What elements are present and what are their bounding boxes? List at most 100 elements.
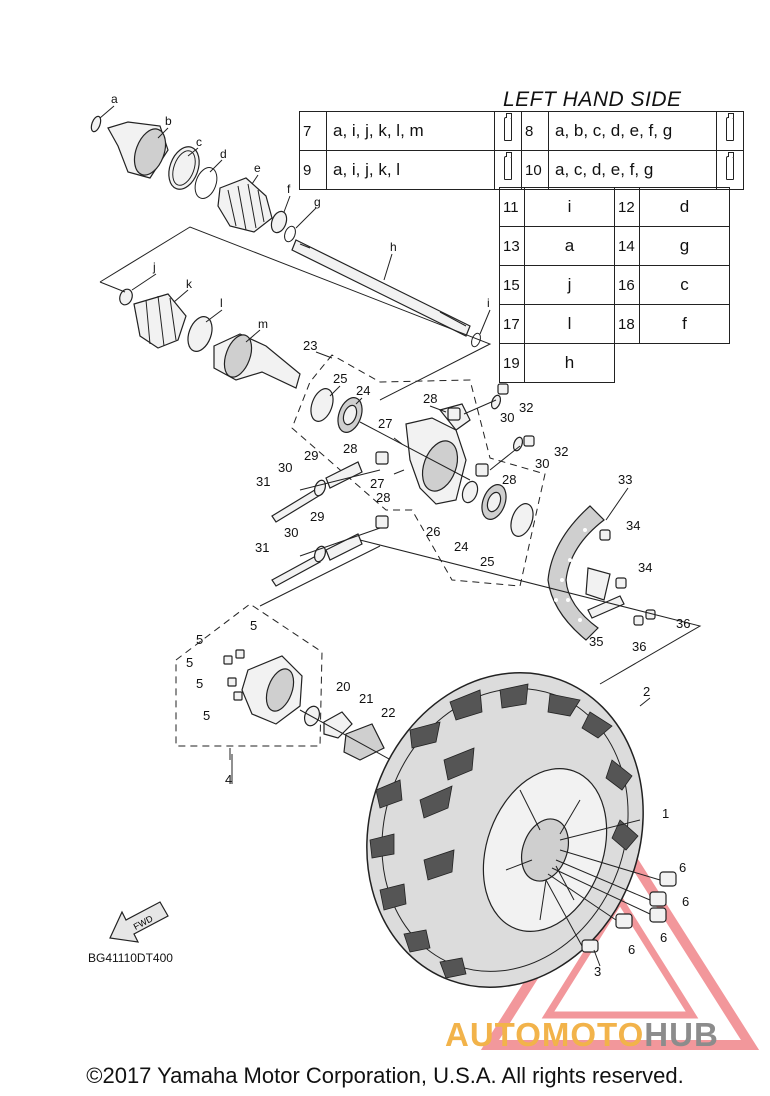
callout-20: 20 <box>336 679 350 694</box>
callout-e: e <box>254 161 261 175</box>
callout-30: 30 <box>535 456 549 471</box>
callout-m: m <box>258 317 268 331</box>
single-parts-table: 11 i 12 d 13 a 14 g 15 j 16 c 17 l 18 f … <box>499 187 730 383</box>
kit-number: 7 <box>299 111 327 151</box>
kit-number: 9 <box>299 150 327 190</box>
callout-31: 31 <box>256 474 270 489</box>
legend-title: LEFT HAND SIDE <box>503 88 682 111</box>
callout-30: 30 <box>278 460 292 475</box>
grease-tube-icon <box>726 112 734 141</box>
callout-28: 28 <box>423 391 437 406</box>
watermark-logo: AUTOMOTOHUB <box>445 1016 719 1054</box>
callout-35: 35 <box>589 634 603 649</box>
kit-parts: a, c, d, e, f, g <box>548 150 717 190</box>
callout-4: 4 <box>225 772 232 787</box>
kit-number: 8 <box>521 111 549 151</box>
callout-h: h <box>390 240 397 254</box>
callout-29: 29 <box>310 509 324 524</box>
grease-tube-icon <box>504 151 512 180</box>
table-row: 9 a, i, j, k, l 10 a, c, d, e, f, g <box>299 150 744 190</box>
callout-22: 22 <box>381 705 395 720</box>
callout-j: j <box>152 260 156 274</box>
callout-3: 3 <box>594 964 601 979</box>
grease-tube-icon <box>504 112 512 141</box>
callout-24: 24 <box>356 383 370 398</box>
callout-34: 34 <box>626 518 640 533</box>
callout-36: 36 <box>676 616 690 631</box>
part-number: 12 <box>614 187 640 227</box>
part-number: 13 <box>499 226 525 266</box>
callout-d: d <box>220 147 227 161</box>
callout-5: 5 <box>196 676 203 691</box>
number-callouts: 23 25 24 28 30 32 27 28 29 30 32 30 27 2… <box>186 338 690 979</box>
callout-32: 32 <box>554 444 568 459</box>
letter-callouts: a b c d e f g h i j k l m <box>111 92 490 331</box>
callout-21: 21 <box>359 691 373 706</box>
part-number: 16 <box>614 265 640 305</box>
drawing-code: BG41110DT400 <box>88 951 173 965</box>
drive-shaft-assembly <box>90 115 492 401</box>
part-letter: f <box>639 304 730 344</box>
callout-a: a <box>111 92 118 106</box>
grease-tube-icon <box>726 151 734 180</box>
part-letter: l <box>524 304 615 344</box>
wheel-hub-assembly <box>175 603 501 821</box>
part-number: 14 <box>614 226 640 266</box>
callout-34: 34 <box>638 560 652 575</box>
table-row: 17 l 18 f <box>499 304 730 344</box>
callout-f: f <box>287 182 291 196</box>
kit-parts: a, b, c, d, e, f, g <box>548 111 717 151</box>
watermark-part2: HUB <box>644 1016 719 1053</box>
callout-23: 23 <box>303 338 317 353</box>
table-row: 7 a, i, j, k, l, m 8 a, b, c, d, e, f, g <box>299 111 744 151</box>
table-row: 15 j 16 c <box>499 265 730 305</box>
part-number: 11 <box>499 187 525 227</box>
kit-parts: a, i, j, k, l <box>326 150 495 190</box>
callout-i: i <box>487 296 490 310</box>
part-number: 19 <box>499 343 525 383</box>
callout-k: k <box>186 277 193 291</box>
brake-disc <box>259 505 702 685</box>
callout-c: c <box>196 135 202 149</box>
part-letter: h <box>524 343 615 383</box>
table-row: 19 h <box>499 343 730 383</box>
callout-30: 30 <box>500 410 514 425</box>
part-number: 17 <box>499 304 525 344</box>
callout-5: 5 <box>250 618 257 633</box>
part-letter: i <box>524 187 615 227</box>
forward-arrow-icon: FWD <box>109 901 169 943</box>
callout-25: 25 <box>480 554 494 569</box>
kit-table: 7 a, i, j, k, l, m 8 a, b, c, d, e, f, g… <box>299 111 744 190</box>
callout-24: 24 <box>454 539 468 554</box>
table-row: 13 a 14 g <box>499 226 730 266</box>
kit-number: 10 <box>521 150 549 190</box>
kit-parts: a, i, j, k, l, m <box>326 111 495 151</box>
callout-28: 28 <box>502 472 516 487</box>
part-number: 18 <box>614 304 640 344</box>
callout-27: 27 <box>378 416 392 431</box>
callout-30: 30 <box>284 525 298 540</box>
table-row: 11 i 12 d <box>499 187 730 227</box>
callout-33: 33 <box>618 472 632 487</box>
callout-25: 25 <box>333 371 347 386</box>
callout-31: 31 <box>255 540 269 555</box>
part-letter: j <box>524 265 615 305</box>
part-letter: g <box>639 226 730 266</box>
callout-28: 28 <box>343 441 357 456</box>
callout-26: 26 <box>426 524 440 539</box>
tire-and-wheel <box>366 671 677 989</box>
callout-32: 32 <box>519 400 533 415</box>
callout-6: 6 <box>682 894 689 909</box>
callout-28: 28 <box>376 490 390 505</box>
part-number: 15 <box>499 265 525 305</box>
callout-5: 5 <box>203 708 210 723</box>
part-letter: d <box>639 187 730 227</box>
part-letter: a <box>524 226 615 266</box>
knuckle-assembly <box>271 354 546 587</box>
callout-b: b <box>165 114 172 128</box>
callout-leaders <box>99 105 651 967</box>
callout-36: 36 <box>632 639 646 654</box>
callout-5: 5 <box>196 632 203 647</box>
callout-l: l <box>220 296 223 310</box>
